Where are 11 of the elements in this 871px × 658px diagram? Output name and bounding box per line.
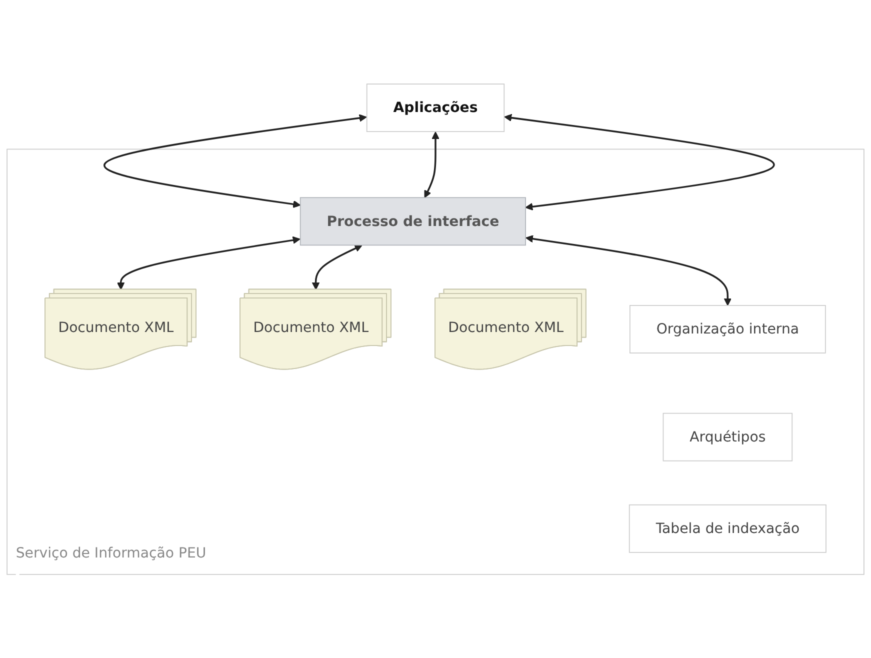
node-box: Processo de interface (300, 196, 526, 246)
node-box: Tabela de indexação (628, 504, 826, 553)
arrow (116, 236, 300, 290)
arrow (104, 114, 367, 208)
node-box: Organização interna (629, 304, 826, 354)
arrow (312, 244, 362, 290)
arrow (424, 131, 440, 198)
arrow (504, 114, 774, 210)
node-box: Aplicações (366, 83, 505, 132)
node-box: Arquétipos (662, 412, 793, 462)
arrow (526, 234, 732, 306)
